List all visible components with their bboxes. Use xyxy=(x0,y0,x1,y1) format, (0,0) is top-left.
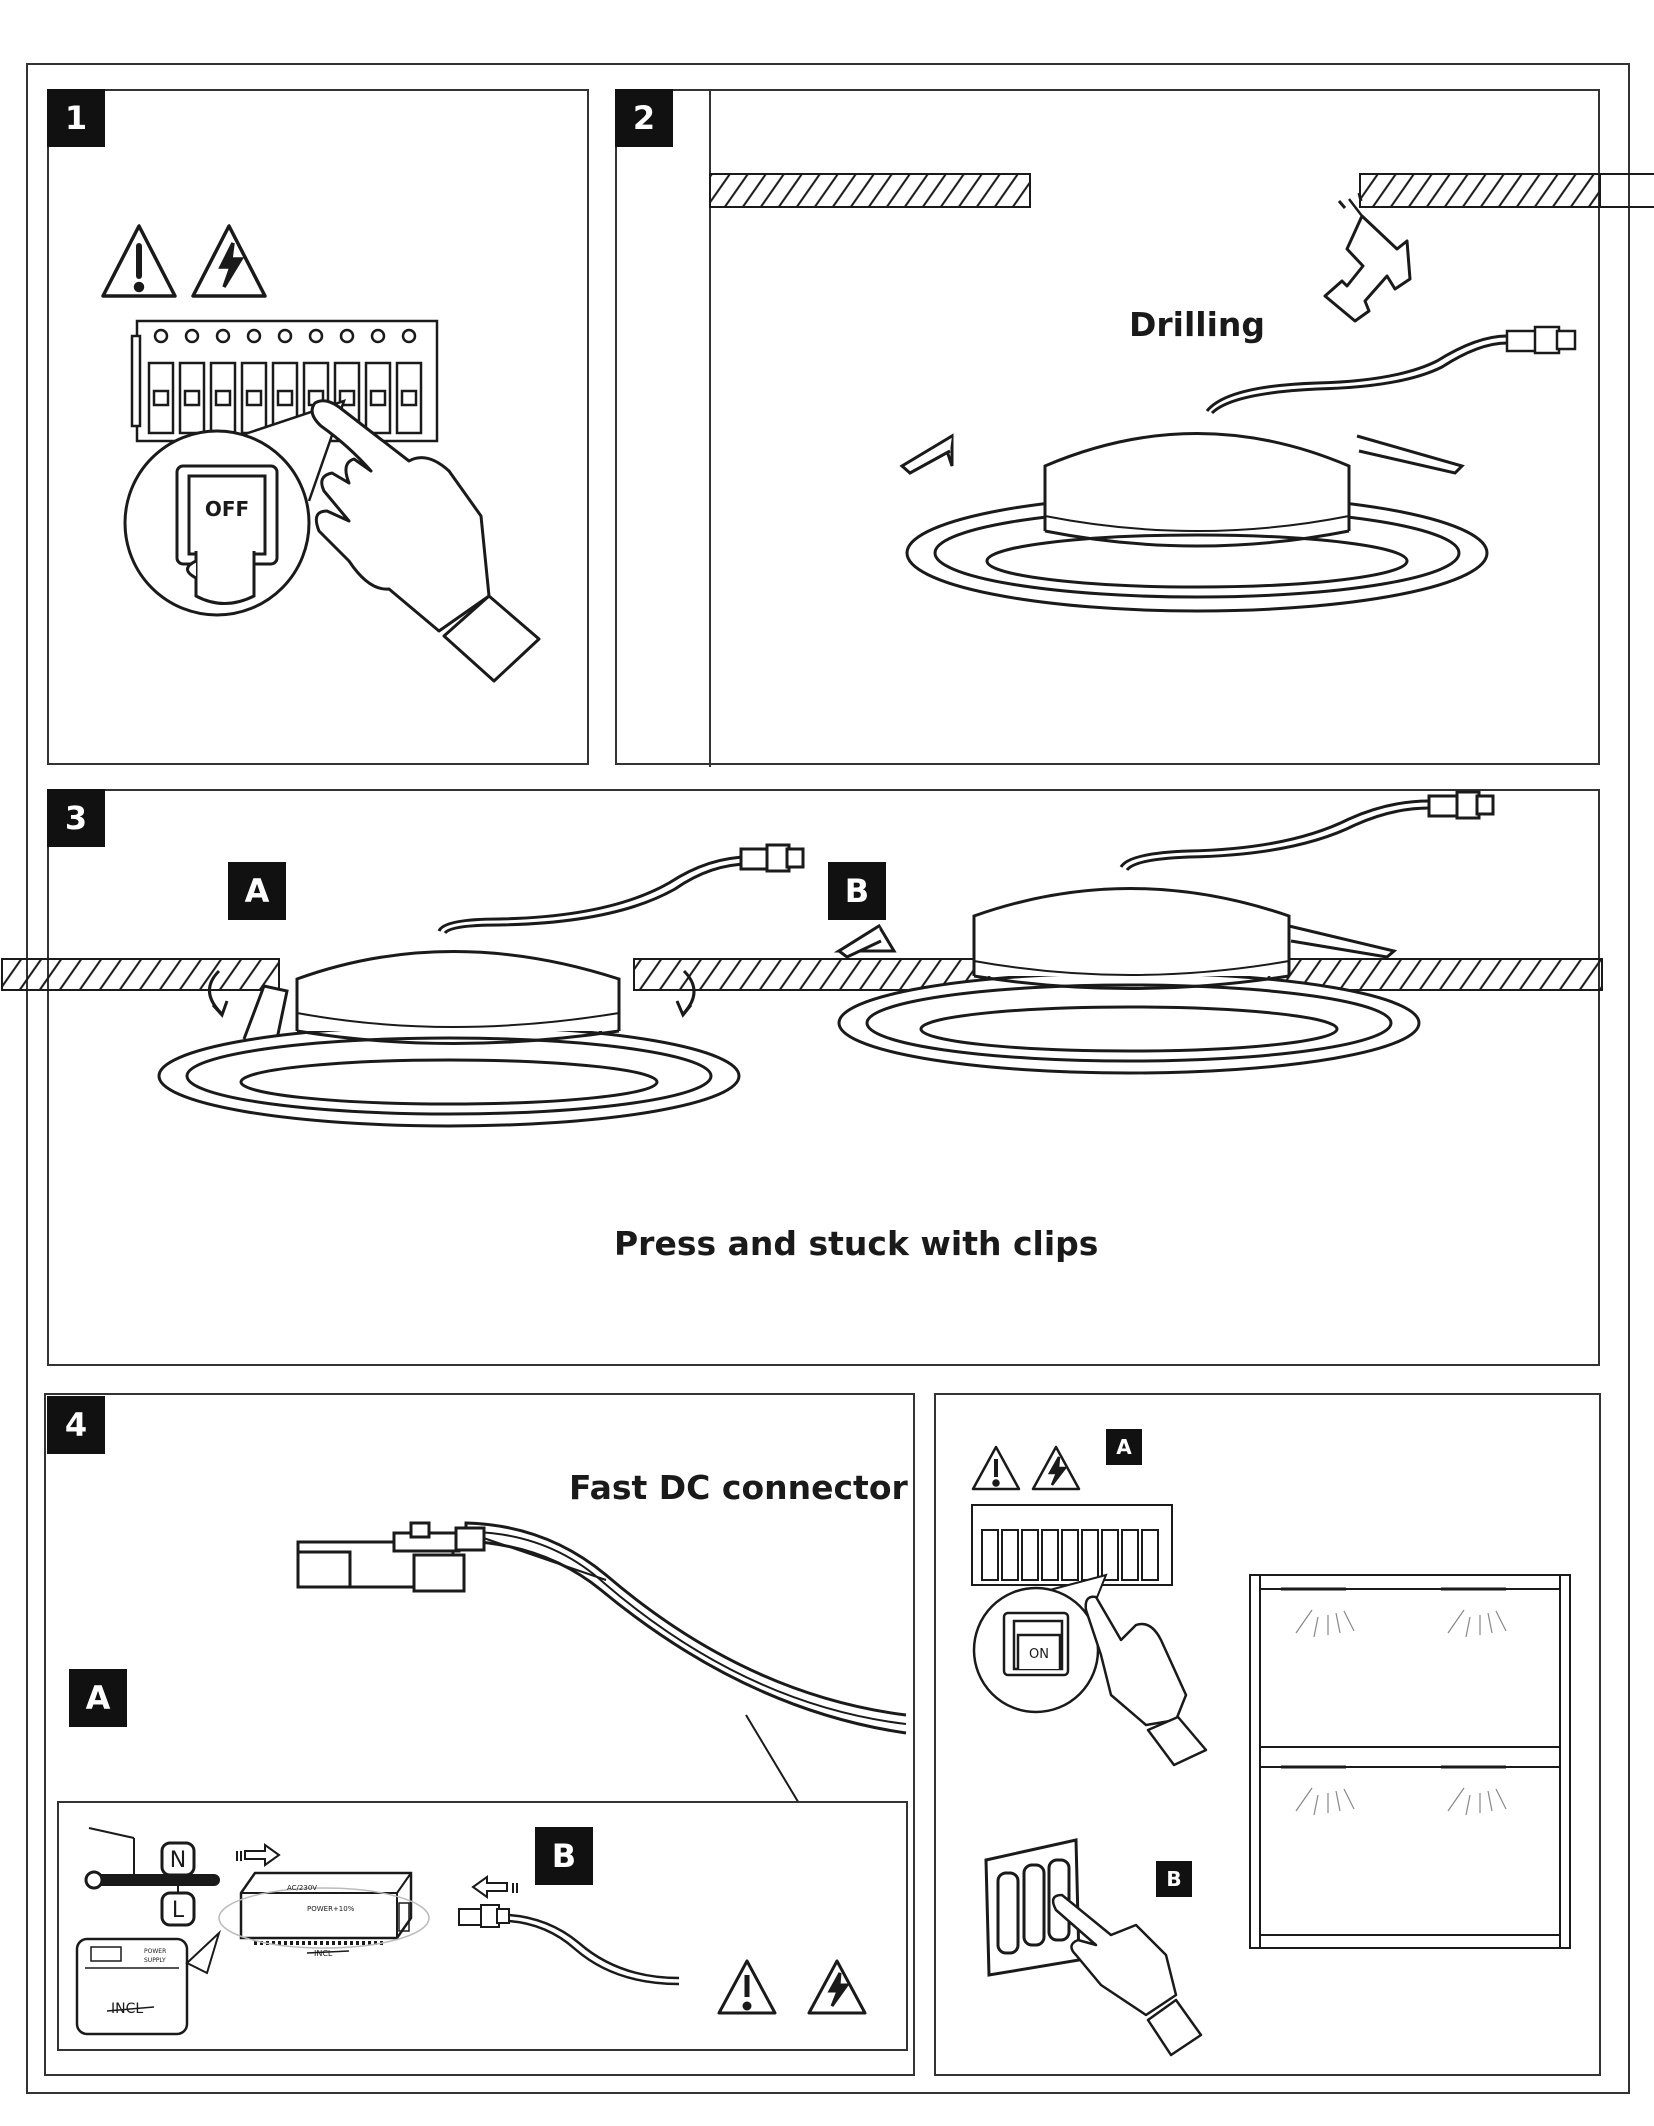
warning-icon xyxy=(971,1445,1021,1491)
breaker-screw xyxy=(246,328,262,344)
breaker-toggle xyxy=(183,389,201,407)
breaker-screw xyxy=(401,328,417,344)
electric-hazard-icon xyxy=(191,224,267,298)
breaker-toggle xyxy=(214,389,232,407)
switch-off-label: OFF xyxy=(205,497,249,521)
step-4-panel: 4 Fast DC connector A B xyxy=(44,1393,915,2076)
wiring-variant-b: B xyxy=(535,1827,593,1885)
step-5-variant-a: A xyxy=(1106,1429,1142,1465)
step-3-caption: Press and stuck with clips xyxy=(614,1224,1099,1263)
ceiling-left xyxy=(709,173,1031,208)
electric-hazard-icon xyxy=(807,1959,867,2015)
tag-note-label: INCL xyxy=(111,2001,143,2017)
breaker-toggle xyxy=(245,389,263,407)
step-3-panel: 3 A B Press and stuck with clips xyxy=(1,789,1603,1366)
driver-power-label: POWER+10% xyxy=(307,1905,355,1913)
breaker-screw xyxy=(153,328,169,344)
step-4-caption: Fast DC connector xyxy=(569,1468,908,1507)
drill-icon xyxy=(1323,192,1412,323)
hand-icon xyxy=(1051,1893,1203,2057)
electric-hazard-icon xyxy=(1031,1445,1081,1491)
step-3-badge: 3 xyxy=(47,789,105,847)
step-1-badge: 1 xyxy=(47,89,105,147)
step-2-caption: Drilling xyxy=(1129,305,1266,344)
breaker-zoom-circle: ON xyxy=(972,1573,1108,1714)
step-1-illustration: OFF xyxy=(101,224,541,683)
dc-connector-icon xyxy=(1505,325,1577,355)
tag-line1-label: POWER xyxy=(144,1948,166,1955)
breaker-toggle xyxy=(152,389,170,407)
terminal-n-label: N xyxy=(170,1848,186,1873)
downlight-a-icon xyxy=(157,843,805,1128)
cabinet-icon xyxy=(1249,1574,1571,1949)
breaker-screw xyxy=(184,328,200,344)
tag-line2-label: SUPPLY xyxy=(144,1957,166,1964)
wiring-diagram-inset: B xyxy=(57,1801,908,2051)
light-rays xyxy=(1295,1609,1507,1816)
warning-icon xyxy=(717,1959,777,2015)
step-4-connector-illustration xyxy=(296,1521,907,1816)
page-frame xyxy=(26,63,1630,2094)
breaker-toggle xyxy=(276,389,294,407)
warning-icon xyxy=(101,224,177,298)
step-2-panel: 2 Drilling xyxy=(615,89,1654,767)
step-2-illustration xyxy=(709,91,1654,767)
step-5-illustration: ON xyxy=(971,1445,1571,2057)
terminal-l-label: L xyxy=(172,1898,185,1923)
breaker-zoom-circle: OFF xyxy=(123,399,347,617)
step-1-panel: 1 OFF xyxy=(47,89,589,765)
driver-note-label: INCL xyxy=(314,1949,333,1958)
step-2-badge: 2 xyxy=(615,89,673,147)
hand-icon xyxy=(1084,1595,1208,1767)
dc-connector-large-icon xyxy=(296,1521,907,1735)
step-3-variant-b: B xyxy=(828,862,886,920)
step-3-variant-a: A xyxy=(228,862,286,920)
step-4-variant-a: A xyxy=(69,1669,127,1727)
breaker-screw xyxy=(339,328,355,344)
step-5-panel: A B xyxy=(934,1393,1601,2076)
breaker-screw xyxy=(308,328,324,344)
breaker-screw xyxy=(215,328,231,344)
wiring-diagram: N L AC/230V POWER+10% INCL POWER SUPPLY … xyxy=(75,1827,867,2036)
driver-voltage-label: AC/230V xyxy=(287,1884,317,1892)
hand-icon xyxy=(310,399,541,683)
circuit-breaker-icon xyxy=(971,1504,1173,1586)
step-5-variant-b: B xyxy=(1156,1861,1192,1897)
breaker-toggle xyxy=(400,389,418,407)
downlight-icon xyxy=(899,432,1489,613)
step-4-badge: 4 xyxy=(47,1396,105,1454)
breaker-toggle xyxy=(369,389,387,407)
switch-on-label: ON xyxy=(1029,1647,1049,1662)
downlight-b-icon xyxy=(833,790,1495,1075)
step-3-illustration xyxy=(1,790,1603,1128)
breaker-screw xyxy=(277,328,293,344)
breaker-screw xyxy=(370,328,386,344)
ceiling-right xyxy=(1359,173,1601,208)
